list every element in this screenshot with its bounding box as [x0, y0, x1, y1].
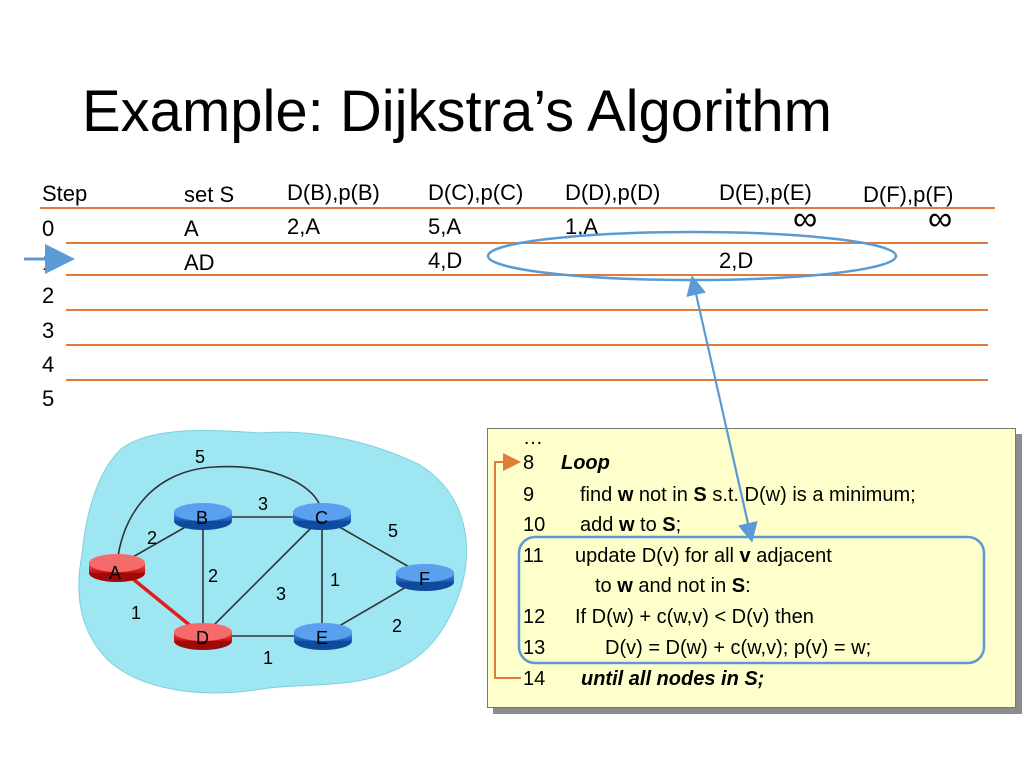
code-var-w: w [618, 514, 635, 536]
code-text: to [595, 575, 618, 597]
table-rule-row-2 [66, 309, 988, 311]
line-number-13: 13 [523, 637, 546, 659]
line-number-12: 12 [523, 606, 546, 628]
keyword-until: until all nodes in S; [581, 668, 765, 690]
code-ellipsis: … [523, 427, 543, 449]
code-line-8: 8 Loop [523, 451, 610, 475]
edge-label-b-c: 3 [258, 494, 268, 514]
code-text: : [745, 575, 751, 597]
line-number-9: 9 [523, 484, 535, 506]
node-label-b: B [196, 508, 208, 528]
code-var-s: S [662, 514, 676, 536]
edge-label-a-d: 1 [131, 603, 141, 623]
code-text: adjacent [750, 545, 832, 567]
table-rule-row-4 [66, 379, 988, 381]
line-number-14: 14 [523, 668, 546, 690]
code-var-s: S [693, 484, 707, 506]
row0-e: ∞ [793, 200, 818, 238]
code-text: update D(v) for all [575, 545, 740, 567]
step-4: 4 [42, 352, 55, 377]
step-2: 2 [42, 283, 55, 308]
header-e: D(E),p(E) [719, 180, 812, 205]
edge-label-b-d: 2 [208, 566, 218, 586]
header-step: Step [42, 181, 88, 206]
code-text: to [634, 514, 663, 536]
code-var-w: w [617, 484, 634, 506]
code-text: D(v) = D(w) + c(w,v); p(v) = w; [605, 637, 872, 659]
row0-c: 5,A [428, 214, 462, 239]
code-text: s.t. D(w) is a minimum; [706, 484, 916, 506]
code-line-ellipsis: … [523, 426, 543, 450]
line-number-10: 10 [523, 514, 546, 536]
node-c [293, 503, 351, 530]
row0-f: ∞ [928, 200, 953, 238]
keyword-loop: Loop [561, 452, 610, 474]
node-d [174, 623, 232, 650]
row1-set: AD [184, 250, 215, 275]
edge-a-c [116, 465, 323, 567]
code-text: and not in [632, 575, 732, 597]
row0-set: A [184, 216, 199, 241]
edge-label-c-e: 1 [330, 570, 340, 590]
node-label-c: C [315, 508, 328, 528]
header-c: D(C),p(C) [428, 180, 524, 205]
row1-c: 4,D [428, 248, 463, 273]
row0-b: 2,A [287, 214, 321, 239]
code-line-14: 14 until all nodes in S; [523, 667, 764, 691]
edge-label-e-f: 2 [392, 616, 402, 636]
header-set: set S [184, 182, 235, 207]
table-rule-header [40, 207, 995, 209]
node-label-a: A [109, 563, 121, 583]
edge-label-d-e: 1 [263, 648, 273, 668]
code-var-v: v [739, 545, 751, 567]
node-b [174, 503, 232, 530]
code-line-9: 9 find w not in S s.t. D(w) is a minimum; [523, 483, 916, 507]
node-a [89, 554, 145, 582]
step-3: 3 [42, 318, 55, 343]
pseudocode-box: … 8 Loop 9 find w not in S s.t. D(w) is a … [487, 426, 1016, 708]
step-0: 0 [42, 216, 55, 241]
node-e [294, 623, 352, 650]
code-line-11-cont: to w and not in S: [595, 574, 751, 598]
edge-label-a-b: 2 [147, 528, 157, 548]
node-label-f: F [419, 569, 430, 589]
code-var-w: w [617, 575, 633, 597]
edge-c-d [202, 516, 323, 637]
code-text: not in [633, 484, 694, 506]
slide-title: Example: Dijkstra’s Algorithm [82, 79, 832, 144]
table-rule-row-3 [66, 344, 988, 346]
node-f [396, 564, 454, 591]
header-d: D(D),p(D) [565, 180, 661, 205]
code-line-11: 11 update D(v) for all v adjacent [523, 544, 832, 568]
code-text: add [580, 514, 619, 536]
edge-label-c-f: 5 [388, 521, 398, 541]
code-text: If D(w) + c(w,v) < D(v) then [575, 606, 814, 628]
code-line-10: 10 add w to S; [523, 513, 681, 537]
line-number-11: 11 [523, 545, 544, 567]
edge-label-a-c: 5 [195, 447, 205, 467]
node-label-e: E [316, 628, 328, 648]
network-cloud [78, 429, 468, 694]
code-line-13: 13 D(v) = D(w) + c(w,v); p(v) = w; [523, 636, 871, 660]
line-number-8: 8 [523, 452, 535, 474]
edge-label-c-d: 3 [276, 584, 286, 604]
code-text: find [580, 484, 618, 506]
step-5: 5 [42, 386, 55, 411]
code-text: ; [675, 514, 682, 536]
code-var-s: S [731, 575, 746, 597]
header-b: D(B),p(B) [287, 180, 380, 205]
header-f: D(F),p(F) [863, 182, 954, 207]
code-line-12: 12 If D(w) + c(w,v) < D(v) then [523, 605, 814, 629]
node-label-d: D [196, 628, 209, 648]
